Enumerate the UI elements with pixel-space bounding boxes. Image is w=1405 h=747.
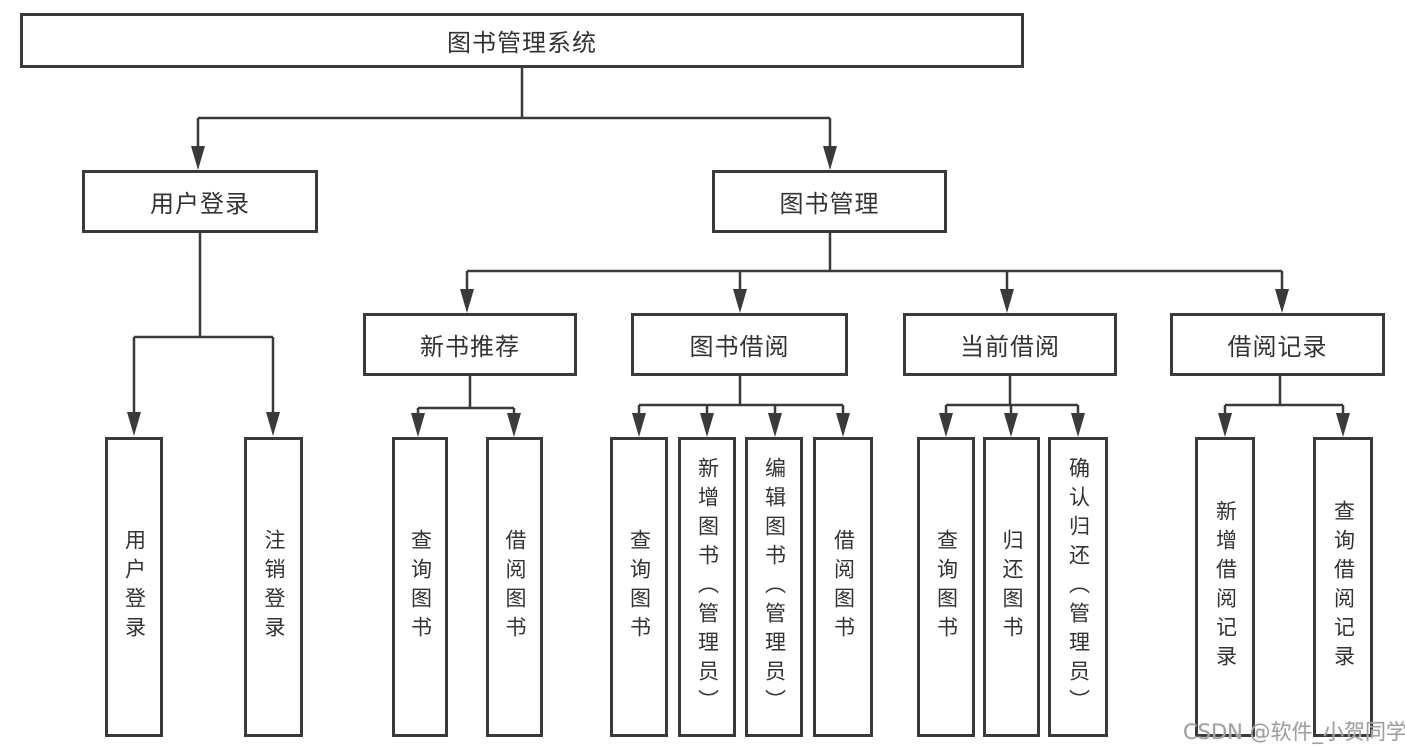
arrowhead-icon	[939, 413, 953, 437]
arrowhead-icon	[507, 413, 521, 437]
node-book-borrow: 图书借阅	[631, 313, 848, 376]
node-borrow-records: 借阅记录	[1170, 313, 1385, 376]
connector-line	[944, 376, 1080, 416]
node-record-query: 查询借阅记录	[1313, 437, 1373, 737]
arrowhead-icon	[1071, 413, 1085, 437]
arrowhead-icon	[836, 413, 850, 437]
arrowhead-icon	[632, 413, 646, 437]
connector-line	[196, 68, 832, 148]
node-user-login-action: 用户登录	[105, 437, 163, 737]
arrowhead-icon	[823, 146, 837, 170]
arrowhead-icon	[768, 413, 782, 437]
node-current-borrow: 当前借阅	[903, 313, 1117, 376]
node-borrow-edit-book-admin: 编辑图书（管理员）	[745, 437, 803, 737]
node-current-return-book: 归还图书	[983, 437, 1040, 737]
node-current-confirm-return-admin: 确认归还（管理员）	[1048, 437, 1108, 737]
arrowhead-icon	[1275, 289, 1289, 313]
node-newbook-borrow-book: 借阅图书	[486, 437, 543, 737]
node-new-book-recommend: 新书推荐	[363, 313, 577, 376]
arrowhead-icon	[411, 413, 425, 437]
arrowhead-icon	[733, 289, 747, 313]
node-newbook-query-book: 查询图书	[392, 437, 448, 737]
arrowhead-icon	[191, 146, 205, 170]
connector-line	[637, 376, 845, 416]
node-user-login: 用户登录	[82, 170, 318, 233]
node-logout-action: 注销登录	[244, 437, 303, 737]
arrowhead-icon	[460, 289, 474, 313]
node-borrow-query-book: 查询图书	[610, 437, 668, 737]
node-borrow-borrow-book: 借阅图书	[813, 437, 873, 737]
node-borrow-add-book-admin: 新增图书（管理员）	[678, 437, 736, 737]
arrowhead-icon	[1336, 413, 1350, 437]
node-record-add: 新增借阅记录	[1195, 437, 1255, 737]
csdn-watermark: CSDN @软件_小贺同学	[1183, 720, 1405, 744]
connector-line	[416, 376, 516, 416]
arrowhead-icon	[127, 412, 141, 436]
node-current-query-book: 查询图书	[917, 437, 975, 737]
arrowhead-icon	[1218, 413, 1232, 437]
arrowhead-icon	[266, 412, 280, 436]
node-library-system: 图书管理系统	[20, 13, 1024, 68]
node-book-management: 图书管理	[712, 170, 947, 233]
connector-line	[465, 233, 1284, 291]
arrowhead-icon	[1000, 289, 1014, 313]
arrowhead-icon	[700, 413, 714, 437]
connector-line	[132, 233, 275, 414]
connector-line	[1223, 376, 1345, 416]
arrowhead-icon	[1004, 413, 1018, 437]
